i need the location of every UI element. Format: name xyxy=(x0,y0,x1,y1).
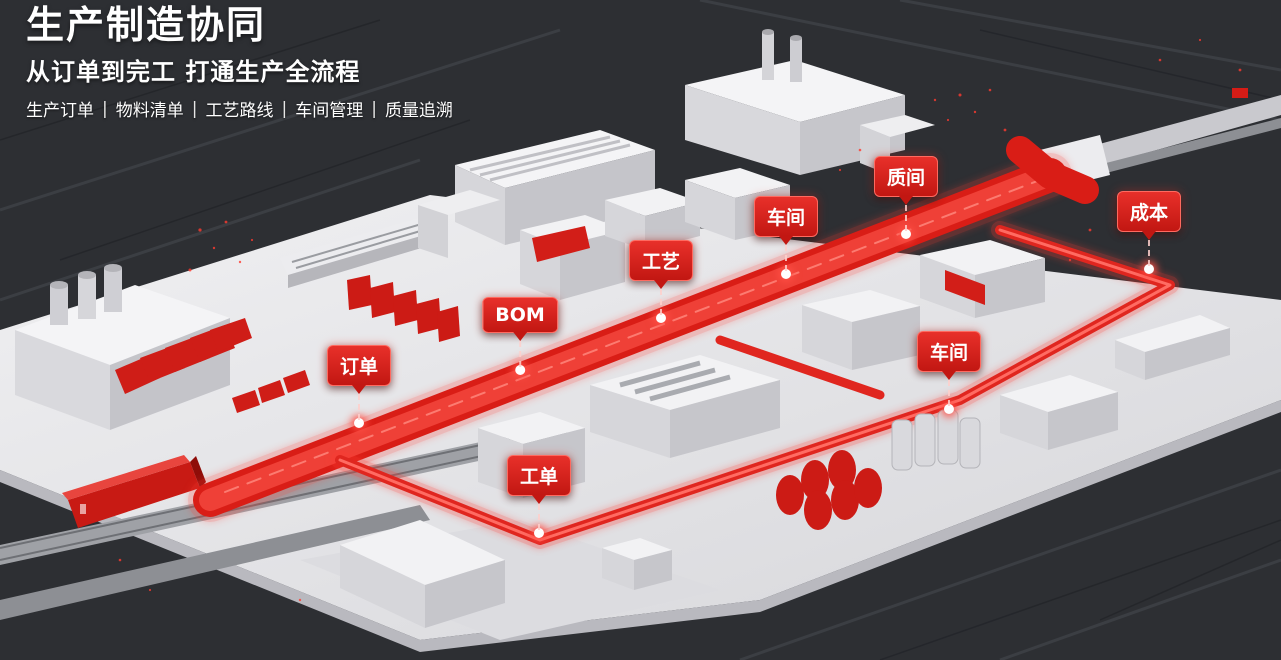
red-containers xyxy=(347,275,460,342)
module-item: 车间管理 xyxy=(295,101,364,121)
pin-order[interactable]: 订单 xyxy=(326,345,392,428)
pin-tail xyxy=(653,280,668,289)
pin-stem xyxy=(357,394,360,420)
pin-bom[interactable]: BOM xyxy=(482,297,558,375)
pin-label: 成本 xyxy=(1116,191,1182,232)
pin-stem xyxy=(784,245,787,271)
pin-label: BOM xyxy=(482,297,558,333)
module-item: 物料清单 xyxy=(115,101,184,121)
pin-quality[interactable]: 质间 xyxy=(873,156,939,239)
pin-dot xyxy=(943,404,954,414)
pin-label: 车间 xyxy=(753,196,819,237)
pin-tail xyxy=(941,371,956,380)
pin-stem xyxy=(659,289,662,315)
module-separator: | xyxy=(281,98,288,119)
page-title: 生产制造协同 xyxy=(26,3,267,47)
pin-stem xyxy=(904,205,907,231)
pin-tail xyxy=(1141,231,1156,240)
pin-label: 工艺 xyxy=(628,240,694,281)
pipe-rack xyxy=(280,212,448,288)
building-cluster-right xyxy=(802,240,1230,450)
page-subtitle: 从订单到完工 打通生产全流程 xyxy=(26,58,361,86)
pin-tail xyxy=(898,196,913,205)
pin-stem xyxy=(1147,240,1150,266)
pin-process[interactable]: 工艺 xyxy=(628,240,694,323)
module-item: 工艺路线 xyxy=(205,101,274,121)
pin-dot xyxy=(514,365,525,375)
pin-workshop-1[interactable]: 车间 xyxy=(753,196,819,279)
pin-dot xyxy=(900,229,911,239)
module-list: 生产订单 | 物料清单 | 工艺路线 | 车间管理 | 质量追溯 xyxy=(26,96,453,122)
pin-label: 工单 xyxy=(506,455,572,496)
pin-tail xyxy=(351,385,366,394)
module-separator: | xyxy=(102,98,108,119)
pin-stem xyxy=(537,504,540,530)
warehouse-top xyxy=(418,130,655,258)
power-plant-left xyxy=(15,264,310,430)
pin-dot xyxy=(780,269,791,279)
factory-chimneys xyxy=(685,29,935,175)
building-cluster-mid xyxy=(520,168,790,300)
storage-tanks xyxy=(776,409,981,530)
pin-tail xyxy=(512,332,527,341)
pin-dot xyxy=(533,528,544,538)
elevated-rail xyxy=(1040,88,1281,190)
pin-stem xyxy=(518,341,521,367)
pin-tail xyxy=(531,495,546,504)
red-particles xyxy=(118,38,1242,602)
pin-stem xyxy=(947,380,950,406)
pin-dot xyxy=(1143,264,1154,274)
module-separator: | xyxy=(191,98,198,119)
pin-tail xyxy=(778,236,793,245)
pin-cost[interactable]: 成本 xyxy=(1116,191,1182,274)
pin-dot xyxy=(353,418,364,428)
pin-dot xyxy=(655,313,666,323)
pin-label: 质间 xyxy=(873,156,939,197)
pin-workshop-2[interactable]: 车间 xyxy=(916,331,982,414)
pin-work-order[interactable]: 工单 xyxy=(506,455,572,538)
pin-label: 订单 xyxy=(326,345,392,386)
module-separator: | xyxy=(371,98,377,119)
module-item: 生产订单 xyxy=(26,101,94,121)
pin-label: 车间 xyxy=(916,331,982,372)
module-item: 质量追溯 xyxy=(384,101,453,121)
flow-pipeline xyxy=(188,136,1179,549)
